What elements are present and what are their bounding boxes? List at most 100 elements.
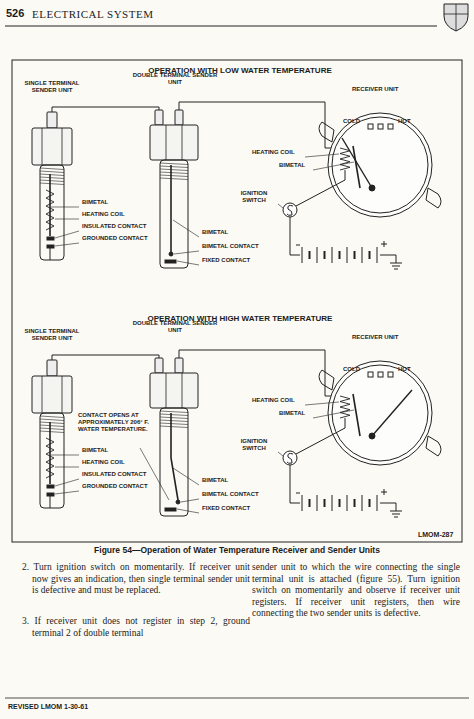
thread bbox=[40, 174, 64, 176]
wire bbox=[290, 217, 300, 255]
battery-plate bbox=[347, 495, 348, 511]
part-label: BIMETAL bbox=[279, 410, 305, 417]
low-temp-panel bbox=[32, 102, 441, 269]
minus-sign bbox=[296, 493, 300, 494]
battery-plate bbox=[309, 499, 311, 507]
instruction-step: 3. If receiver unit does not register in… bbox=[22, 616, 250, 639]
instruction-step: 2. Turn ignition switch on momentarily. … bbox=[22, 562, 250, 597]
battery-plate bbox=[369, 251, 371, 259]
ignition-switch-symbol bbox=[283, 203, 297, 217]
unit-label: DOUBLE TERMINAL SENDER UNIT bbox=[130, 320, 220, 334]
thread bbox=[40, 422, 64, 424]
battery-plate bbox=[377, 247, 378, 263]
hex-edge bbox=[62, 376, 63, 413]
figure-frame bbox=[12, 60, 462, 542]
wire bbox=[380, 503, 396, 511]
fixed-contact bbox=[165, 260, 176, 263]
hex-edge bbox=[42, 128, 43, 165]
receiver-gauge bbox=[296, 361, 441, 465]
receiver-gauge bbox=[296, 113, 441, 217]
wire bbox=[296, 170, 345, 206]
leader-line bbox=[55, 479, 79, 486]
gauge-face bbox=[328, 113, 432, 217]
terminal bbox=[155, 358, 163, 373]
battery-plate bbox=[317, 247, 318, 263]
battery-plate bbox=[339, 251, 341, 259]
scale-mark bbox=[378, 372, 383, 377]
insulated-contact bbox=[47, 237, 54, 240]
leader-line bbox=[177, 261, 199, 265]
terminal bbox=[47, 360, 57, 376]
single-terminal-sender bbox=[32, 360, 72, 508]
scale-mark bbox=[368, 372, 373, 377]
part-label: IGNITION SWITCH bbox=[232, 190, 276, 204]
battery-plate bbox=[324, 251, 326, 259]
ignition-switch-symbol bbox=[283, 451, 297, 465]
thread bbox=[40, 416, 64, 418]
scale-mark bbox=[368, 124, 373, 129]
scale-mark bbox=[378, 124, 383, 129]
battery-plate bbox=[369, 499, 371, 507]
crest-logo bbox=[444, 4, 468, 31]
grounded-contact bbox=[47, 493, 54, 496]
part-label: FIXED CONTACT bbox=[202, 257, 250, 264]
hex-edge bbox=[166, 125, 167, 160]
leader-line bbox=[305, 154, 339, 157]
sender-shank bbox=[40, 165, 64, 260]
ground-lead bbox=[50, 248, 51, 260]
figure-heading: OPERATION WITH LOW WATER TEMPERATURE bbox=[40, 66, 440, 75]
thread bbox=[40, 177, 64, 179]
battery-plate bbox=[354, 251, 356, 259]
leader-line bbox=[313, 410, 354, 418]
revision-note: REVISED LMOM 1-30-61 bbox=[8, 703, 88, 711]
battery-plate bbox=[362, 495, 363, 511]
bimetal bbox=[49, 174, 51, 236]
footer-rule bbox=[5, 698, 469, 699]
thread bbox=[160, 417, 188, 419]
part-label: BIMETAL bbox=[279, 162, 305, 169]
insulated-contact bbox=[47, 485, 54, 488]
leader-line bbox=[55, 231, 79, 238]
hex-body bbox=[150, 125, 198, 160]
page-number: 526 bbox=[6, 7, 24, 20]
bimetal bbox=[353, 394, 360, 436]
battery-plate bbox=[332, 247, 333, 263]
leader-line bbox=[55, 467, 79, 468]
wire bbox=[296, 418, 345, 454]
ground-symbol bbox=[392, 514, 400, 515]
thread bbox=[160, 420, 188, 422]
leader-line bbox=[278, 452, 283, 456]
unit-label: RECEIVER UNIT bbox=[352, 86, 398, 93]
leader-line bbox=[51, 455, 79, 456]
part-label: FIXED CONTACT bbox=[202, 505, 250, 512]
thread bbox=[40, 428, 64, 430]
thread bbox=[160, 169, 188, 171]
thread bbox=[160, 163, 188, 165]
bimetal bbox=[171, 413, 178, 500]
bimetal-contact bbox=[169, 252, 173, 256]
needle bbox=[342, 138, 372, 188]
leader-line bbox=[305, 402, 339, 405]
thread bbox=[160, 411, 188, 413]
figure-caption: Figure 54—Operation of Water Temperature… bbox=[12, 546, 462, 556]
gauge-bezel bbox=[332, 365, 428, 461]
hex-edge bbox=[62, 128, 63, 165]
terminal bbox=[175, 110, 183, 125]
figure-heading: OPERATION WITH HIGH WATER TEMPERATURE bbox=[40, 314, 440, 323]
single-terminal-sender bbox=[32, 112, 72, 260]
thread bbox=[40, 425, 64, 427]
battery-plate bbox=[354, 499, 356, 507]
battery-plate bbox=[302, 247, 303, 263]
minus-sign bbox=[296, 245, 300, 246]
part-label: HEATING COIL bbox=[82, 211, 125, 218]
part-label: BIMETAL bbox=[82, 447, 108, 454]
thread bbox=[40, 431, 64, 433]
part-label: BIMETAL bbox=[82, 199, 108, 206]
leader-line bbox=[51, 207, 79, 208]
instruction-text: sender unit to which the wire connecting… bbox=[252, 562, 460, 620]
thread bbox=[160, 172, 188, 174]
thread bbox=[160, 426, 188, 428]
hex-body bbox=[32, 128, 72, 165]
scale-label: COLD bbox=[343, 366, 360, 373]
leader-line bbox=[173, 220, 199, 237]
